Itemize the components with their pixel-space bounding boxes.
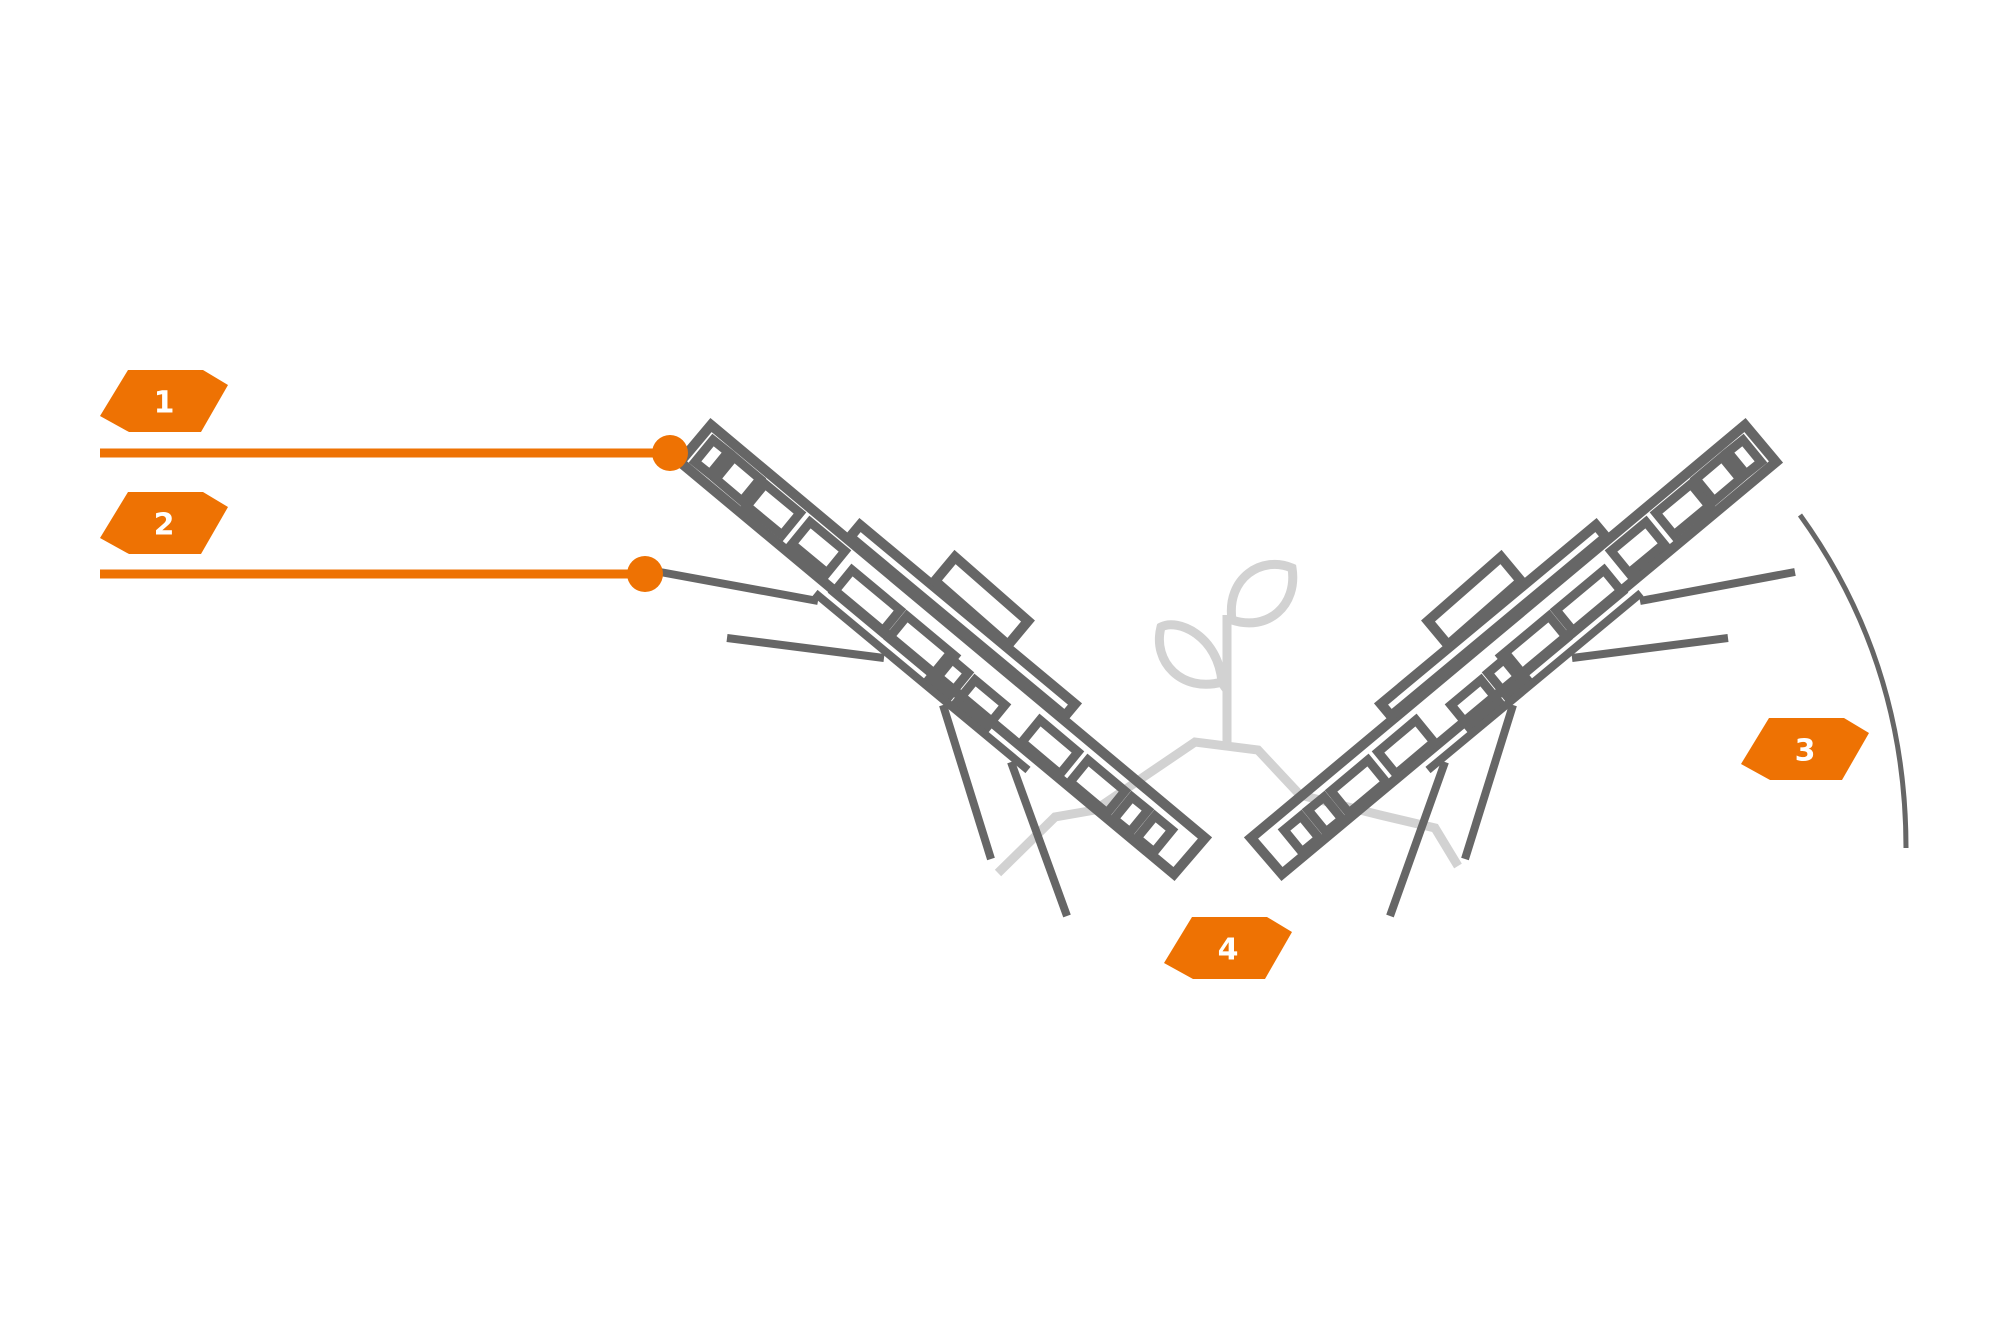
slot [1494, 609, 1574, 685]
badge-shape [100, 370, 228, 432]
slot [1721, 433, 1768, 481]
badge-label: 3 [1795, 734, 1816, 769]
left-arm [659, 417, 1213, 918]
right-slots [1277, 433, 1768, 859]
slot [1324, 753, 1393, 820]
right-seam [1425, 589, 1644, 774]
badge-shape [100, 492, 228, 554]
slot [1604, 515, 1671, 580]
badge-3: 3 [1741, 718, 1869, 780]
slot [688, 433, 735, 481]
slot [785, 515, 852, 580]
leaf-right [1226, 559, 1298, 628]
right-leg-1 [1639, 568, 1796, 605]
slot [1481, 649, 1533, 702]
plant-illustration [994, 559, 1462, 877]
slot [709, 450, 767, 508]
left-slots [688, 433, 1179, 859]
left-leg-4 [1007, 760, 1071, 918]
root-left [994, 737, 1462, 877]
right-top-block [1421, 549, 1528, 653]
slot [1063, 753, 1132, 820]
pointer-dot-2 [627, 556, 663, 592]
stem-branch [1218, 680, 1231, 693]
slot [1301, 790, 1349, 839]
left-top-bar [842, 517, 1083, 724]
right-leg-3 [1461, 703, 1517, 861]
slot [740, 477, 807, 542]
badge-label: 2 [154, 508, 175, 543]
pointer-1 [100, 435, 688, 471]
slot [1015, 713, 1085, 781]
left-leg-3 [939, 703, 995, 861]
right-top-bar [1373, 517, 1614, 724]
right-leg-4 [1386, 760, 1449, 918]
badge-label: 1 [154, 386, 175, 421]
badge-4: 4 [1164, 917, 1292, 979]
left-seam [812, 589, 1031, 774]
slot [1371, 713, 1441, 781]
slot [1444, 673, 1506, 734]
slot [827, 563, 907, 639]
slot [1549, 563, 1629, 639]
right-arm [1243, 417, 1796, 918]
left-leg-2 [726, 634, 885, 662]
left-leg-1 [659, 568, 819, 605]
slot [923, 649, 975, 702]
badge-2: 2 [100, 492, 228, 554]
badge-shape [1164, 917, 1292, 979]
left-top-block [928, 549, 1035, 653]
slot [882, 609, 962, 685]
pointer-2 [100, 556, 663, 592]
pointer-dot-1 [652, 435, 688, 471]
badge-shape [1741, 718, 1869, 780]
right-leg-2 [1571, 634, 1729, 662]
badge-label: 4 [1218, 933, 1239, 968]
slot [1649, 477, 1716, 542]
rotation-arc [1797, 513, 1909, 849]
slot [1130, 809, 1179, 859]
slot [950, 673, 1012, 734]
slot [1277, 809, 1326, 859]
badge-1: 1 [100, 370, 228, 432]
leaf-left [1154, 620, 1227, 689]
slot [1107, 790, 1155, 839]
slot [1689, 450, 1747, 508]
